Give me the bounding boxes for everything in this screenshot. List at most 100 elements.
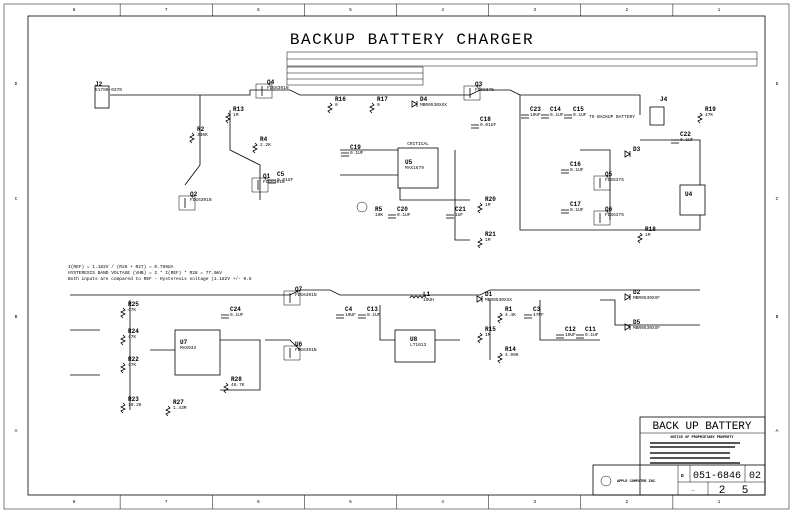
zone-column-label: 7	[165, 499, 168, 505]
page-title: BACKUP BATTERY CHARGER	[290, 31, 534, 49]
component-value: 1M	[645, 232, 651, 238]
fet-symbol-icon	[251, 177, 269, 193]
component-ref: R28	[231, 376, 242, 383]
component-value: 10UH	[423, 297, 434, 303]
component-value: 47K	[705, 112, 713, 118]
component-ref: C18	[480, 116, 491, 123]
component-ref: U4	[685, 191, 693, 198]
component-value: 48.7K	[231, 382, 245, 388]
j4-connector	[649, 106, 665, 126]
cap-symbol-icon	[524, 314, 532, 319]
component-ref: Q3	[475, 81, 483, 88]
fet-symbol-icon	[463, 85, 481, 101]
res-symbol-icon	[477, 237, 483, 249]
cap-symbol-icon	[221, 314, 229, 319]
component-value: 4.99K	[505, 352, 519, 358]
component-ref: C12	[565, 326, 576, 333]
cap-symbol-icon	[576, 334, 584, 339]
zone-row-label: C	[15, 196, 18, 202]
diode-symbol-icon	[624, 293, 631, 301]
component-value: 47K	[128, 362, 136, 368]
zone-row-label: D	[15, 81, 18, 87]
component-value: FDG6301N	[190, 197, 212, 203]
zone-column-label: 3	[533, 7, 536, 13]
cap-symbol-icon	[556, 334, 564, 339]
component-d3: D3	[624, 146, 641, 158]
sheet-total: 5	[742, 485, 749, 497]
component-value: FDS6375	[475, 87, 494, 93]
component-value: 1M	[485, 202, 491, 208]
j2-connector	[94, 85, 110, 109]
component-value: 10UF	[530, 112, 541, 118]
component-value: 0.01UF	[277, 177, 294, 183]
component-value: 10.2K	[128, 402, 142, 408]
note-hysteresis: HYSTERESIS BAND VOLTAGE (VHB) = 2 * I(RE…	[68, 270, 222, 276]
component-value: 0.1UF	[397, 212, 411, 218]
component-ref: C11	[585, 326, 596, 333]
zone-column-label: 6	[257, 7, 260, 13]
res-symbol-icon	[369, 102, 375, 114]
component-r1: R14.4K	[497, 306, 516, 324]
component-value: FDG6301N	[295, 347, 317, 353]
component-ref: D5	[633, 319, 641, 326]
diode-symbol-icon	[476, 295, 483, 303]
component-value: 0.1UF	[367, 312, 381, 318]
component-ref: U7	[180, 339, 188, 346]
zone-column-label: 5	[349, 499, 352, 505]
title-block: BACK UP BATTERY NOTICE OF PROPRIETARY PR…	[592, 416, 766, 497]
res-symbol-icon	[477, 332, 483, 344]
component-value: FDG6301N	[263, 179, 285, 185]
component-ref: C4	[345, 306, 353, 313]
sheet-number: 2	[719, 485, 726, 497]
component-ref: R18	[645, 226, 656, 233]
component-ref: C17	[570, 201, 581, 208]
size-value: D	[681, 473, 684, 479]
zone-column-label: 7	[165, 7, 168, 13]
component-ref: R21	[485, 231, 496, 238]
component-value: 0	[335, 102, 338, 108]
diode-symbol-icon	[624, 150, 631, 158]
res-symbol-icon	[165, 405, 171, 417]
component-value: 47PF	[533, 312, 544, 318]
component-ref: C24	[230, 306, 241, 313]
res-symbol-icon	[637, 232, 643, 244]
ind-symbol-icon	[409, 295, 427, 299]
critical-label: CRITICAL	[407, 141, 429, 147]
component-ref: L1	[423, 291, 431, 298]
component-value: 1M	[485, 332, 491, 338]
revision-table	[286, 51, 758, 86]
apple-logo-icon	[600, 475, 612, 487]
component-ref: R22	[128, 356, 139, 363]
zone-row-label: A	[776, 428, 779, 434]
component-ref: R13	[233, 106, 244, 113]
component-ref: R14	[505, 346, 516, 353]
res-symbol-icon	[189, 132, 195, 144]
component-u4: U4	[685, 191, 693, 198]
component-value: 10UF	[345, 312, 356, 318]
component-ref: Q6	[605, 206, 613, 213]
component-value: MAX1679	[405, 165, 424, 171]
component-ref: J2	[95, 81, 103, 88]
fet-symbol-icon	[283, 290, 301, 306]
